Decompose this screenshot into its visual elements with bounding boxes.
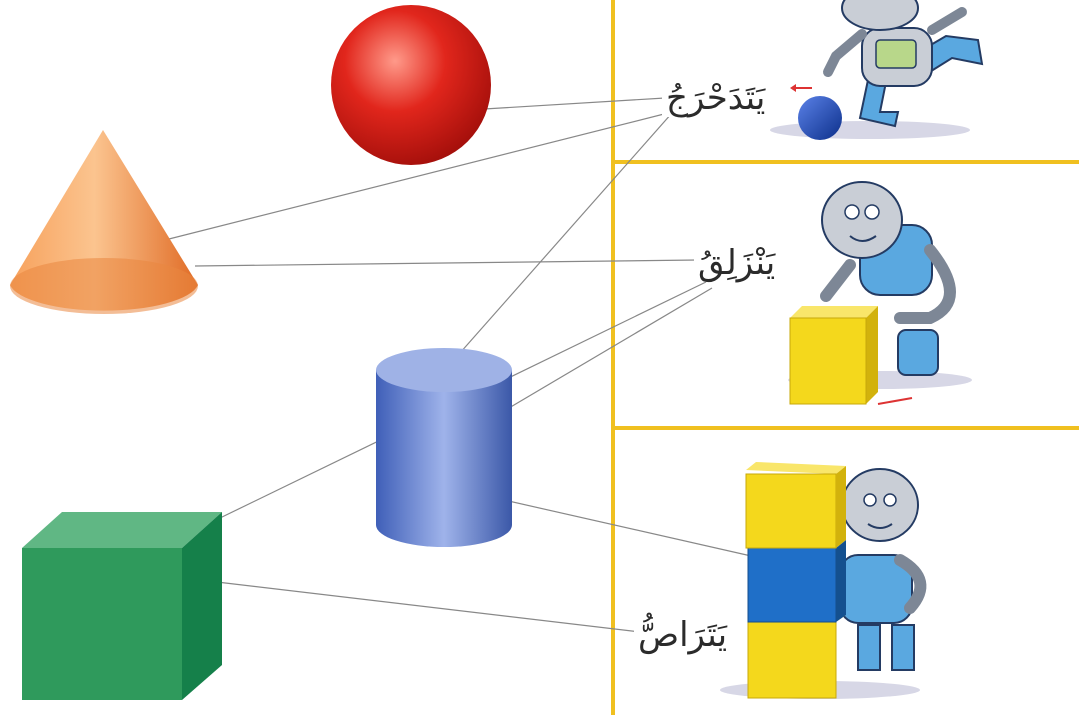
robot-stacking-illustration [720,462,927,699]
verb-label-slide[interactable]: يَنْزَلِقُ [694,244,780,283]
verb-label-roll[interactable]: يَتَدَحْرَجُ [662,79,770,118]
verb-label-stack[interactable]: يَتَرَاصُّ [634,616,732,655]
cube-shape [22,512,222,700]
cone-shape [10,130,198,314]
panel-borders [611,0,1079,715]
sphere-shape [331,5,491,165]
robot-sliding-illustration [788,181,972,405]
robot-rolling-illustration [770,0,984,140]
connector-lines [164,97,761,633]
cylinder-shape [376,348,512,547]
